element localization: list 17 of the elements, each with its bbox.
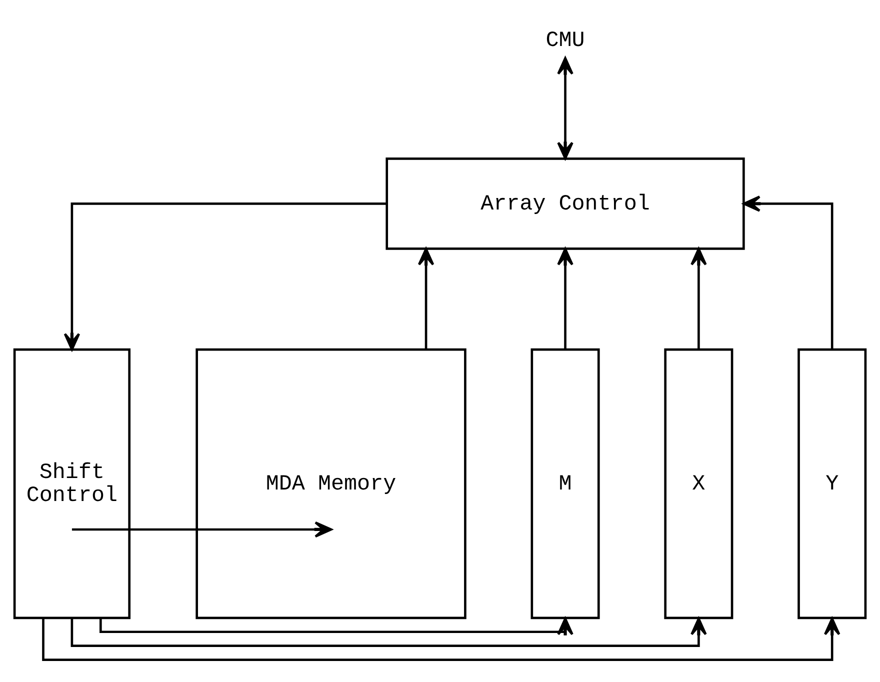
arrow <box>557 248 574 350</box>
arrow <box>742 196 834 350</box>
node-text: CMU <box>546 28 585 53</box>
node-box: Shift Control <box>13 348 131 620</box>
node-box: M <box>530 348 600 620</box>
arrow <box>99 618 574 636</box>
arrow <box>72 521 332 538</box>
node-box: Y <box>798 348 867 620</box>
arrow <box>70 618 707 647</box>
arrow <box>42 618 840 661</box>
node-box: MDA Memory <box>196 348 466 620</box>
arrow <box>64 202 386 351</box>
arrow <box>418 248 434 350</box>
arrow <box>690 248 707 350</box>
node-box: X <box>664 348 734 620</box>
arrow <box>557 57 574 160</box>
node-box: Array Control <box>386 158 745 250</box>
